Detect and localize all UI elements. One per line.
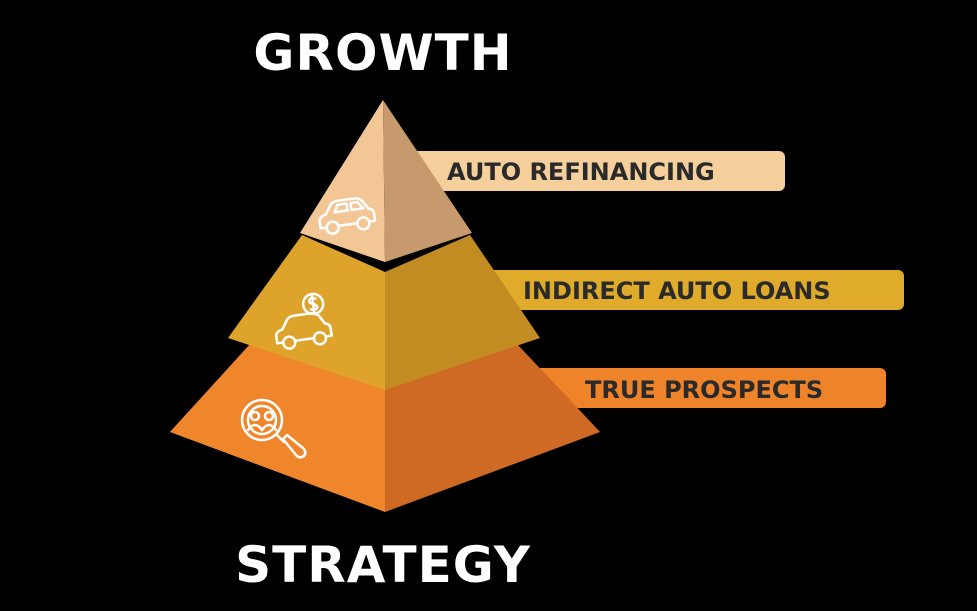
car-with-dollar-icon (274, 292, 333, 350)
title-growth: GROWTH (253, 24, 513, 82)
tier-label-bg (460, 270, 904, 310)
tier-label-text: TRUE PROSPECTS (585, 376, 823, 404)
tier-label-text: INDIRECT AUTO LOANS (523, 277, 831, 305)
tier-top-front-right (383, 100, 472, 262)
tier-bottom-front-left (170, 342, 385, 512)
tier-middle-front-right (385, 235, 540, 390)
tier-label-auto-refinancing: AUTO REFINANCING (405, 151, 785, 191)
car-icon (318, 197, 377, 235)
tier-top-front-left (300, 100, 385, 262)
tier-label-bg (405, 151, 785, 191)
tier-label-indirect-auto-loans: INDIRECT AUTO LOANS (460, 270, 904, 310)
tier-label-true-prospects: TRUE PROSPECTS (520, 368, 886, 408)
title-strategy: STRATEGY (235, 536, 531, 594)
tier-label-bg (520, 368, 886, 408)
search-people-icon (240, 398, 307, 459)
tier-label-text: AUTO REFINANCING (447, 158, 715, 186)
tier-bottom-front-right (385, 342, 600, 512)
tier-bottom (170, 342, 600, 512)
